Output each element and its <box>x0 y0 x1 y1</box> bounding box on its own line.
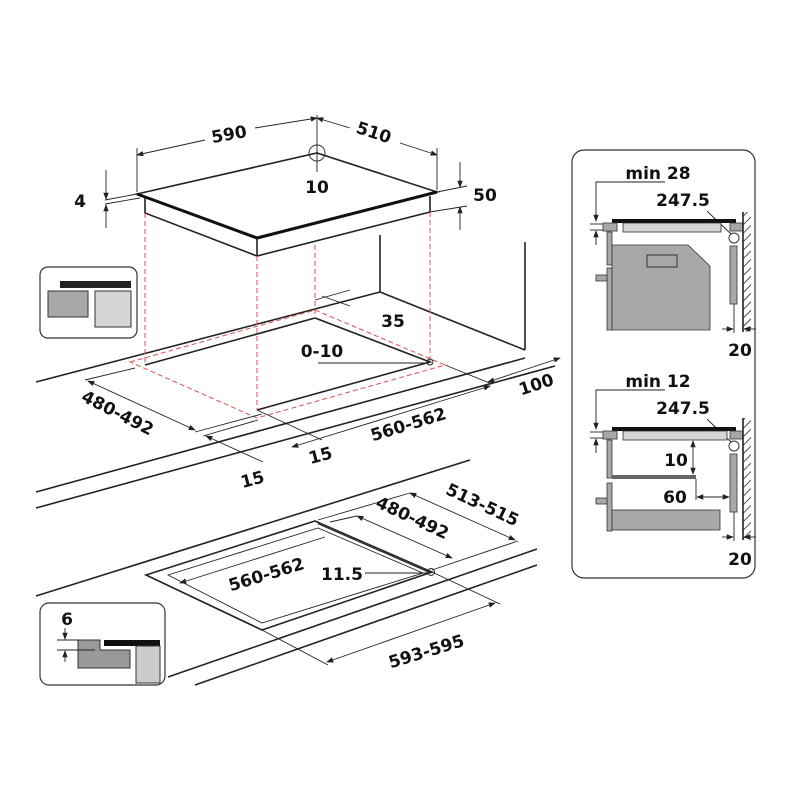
corner-offset-label: 0-10 <box>301 342 344 362</box>
side-view-oven: min 28 247.5 20 <box>590 164 756 361</box>
side-view-panel: min 28 247.5 20 min <box>571 149 756 579</box>
rear-clearance-label: 35 <box>381 312 405 332</box>
top-mount-section-icon <box>39 266 138 339</box>
front-margin-a-label: 15 <box>239 467 267 492</box>
hob-drawing: 590 510 10 4 50 <box>74 115 497 257</box>
min-clearance-label: min 12 <box>625 372 690 392</box>
recess-depth-label: 6 <box>61 610 73 630</box>
cutout-depth-label: 480-492 <box>78 387 157 440</box>
dimension-label: 247.5 <box>656 191 710 211</box>
glass-thickness-label: 4 <box>74 192 86 212</box>
corner-radius-label: 10 <box>305 178 329 198</box>
countertop-top-mount: 35 0-10 100 480-492 15 15 560-562 <box>35 212 561 509</box>
outer-depth-label: 513-515 <box>443 480 522 531</box>
hob-depth-label: 510 <box>354 118 394 148</box>
hob-width-label: 590 <box>210 122 249 148</box>
wall-gap-label: 20 <box>728 550 752 570</box>
vertical-gap-label: 10 <box>664 451 688 471</box>
horizontal-gap-label: 60 <box>663 488 687 508</box>
flush-corner-radius-label: 11.5 <box>321 565 363 585</box>
inner-depth-label: 480-492 <box>373 493 452 544</box>
wall-gap-label: 20 <box>728 341 752 361</box>
inner-width-label: 560-562 <box>226 554 306 596</box>
min-clearance-label: min 28 <box>625 164 690 184</box>
front-margin-b-label: 15 <box>307 443 335 468</box>
cutout-width-label: 560-562 <box>368 404 448 446</box>
dimension-label: 247.5 <box>656 399 710 419</box>
hob-height-label: 50 <box>473 186 497 206</box>
side-view-drawer: min 12 247.5 10 60 <box>590 372 756 570</box>
outer-width-label: 593-595 <box>386 631 466 673</box>
flush-mount-section-icon: 6 <box>39 602 166 686</box>
hob-glass-top <box>134 152 440 239</box>
